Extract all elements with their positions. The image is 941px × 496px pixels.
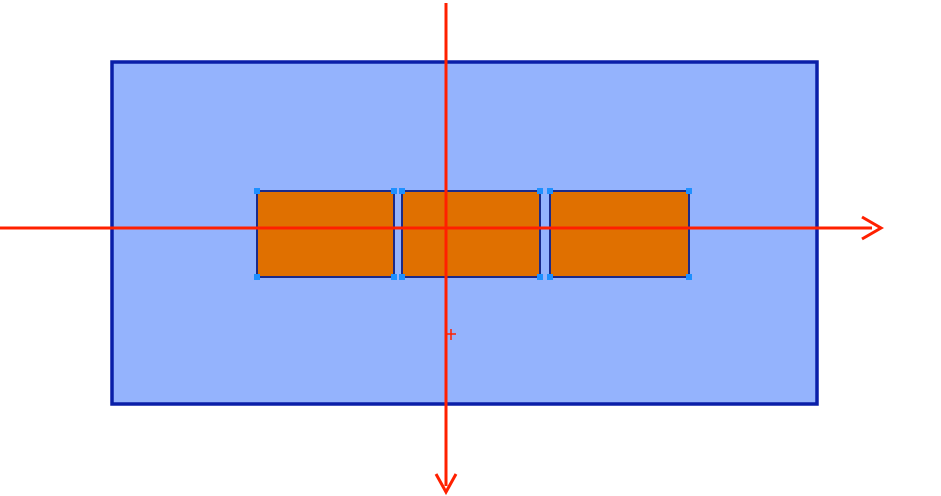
selection-handle-icon[interactable] (254, 274, 260, 280)
horizontal-axis (0, 215, 884, 241)
selection-handle-icon[interactable] (537, 188, 543, 194)
selection-handle-icon[interactable] (391, 188, 397, 194)
selection-handle-icon[interactable] (254, 188, 260, 194)
selection-handle-icon[interactable] (391, 274, 397, 280)
arrow-down-icon (434, 473, 458, 496)
selection-handle-icon[interactable] (399, 188, 405, 194)
selection-handle-icon[interactable] (537, 274, 543, 280)
arrow-right-icon (861, 215, 884, 241)
selection-handle-icon[interactable] (547, 274, 553, 280)
block-middle[interactable] (401, 190, 541, 278)
selection-handle-icon[interactable] (399, 274, 405, 280)
vertical-axis (434, 3, 458, 496)
block-group (256, 190, 690, 278)
selection-handles (254, 188, 692, 280)
block-left[interactable] (256, 190, 395, 278)
selection-handle-icon[interactable] (686, 274, 692, 280)
selection-handle-icon[interactable] (547, 188, 553, 194)
block-right[interactable] (549, 190, 690, 278)
crosshair-cursor-icon (446, 329, 456, 340)
selection-handle-icon[interactable] (686, 188, 692, 194)
